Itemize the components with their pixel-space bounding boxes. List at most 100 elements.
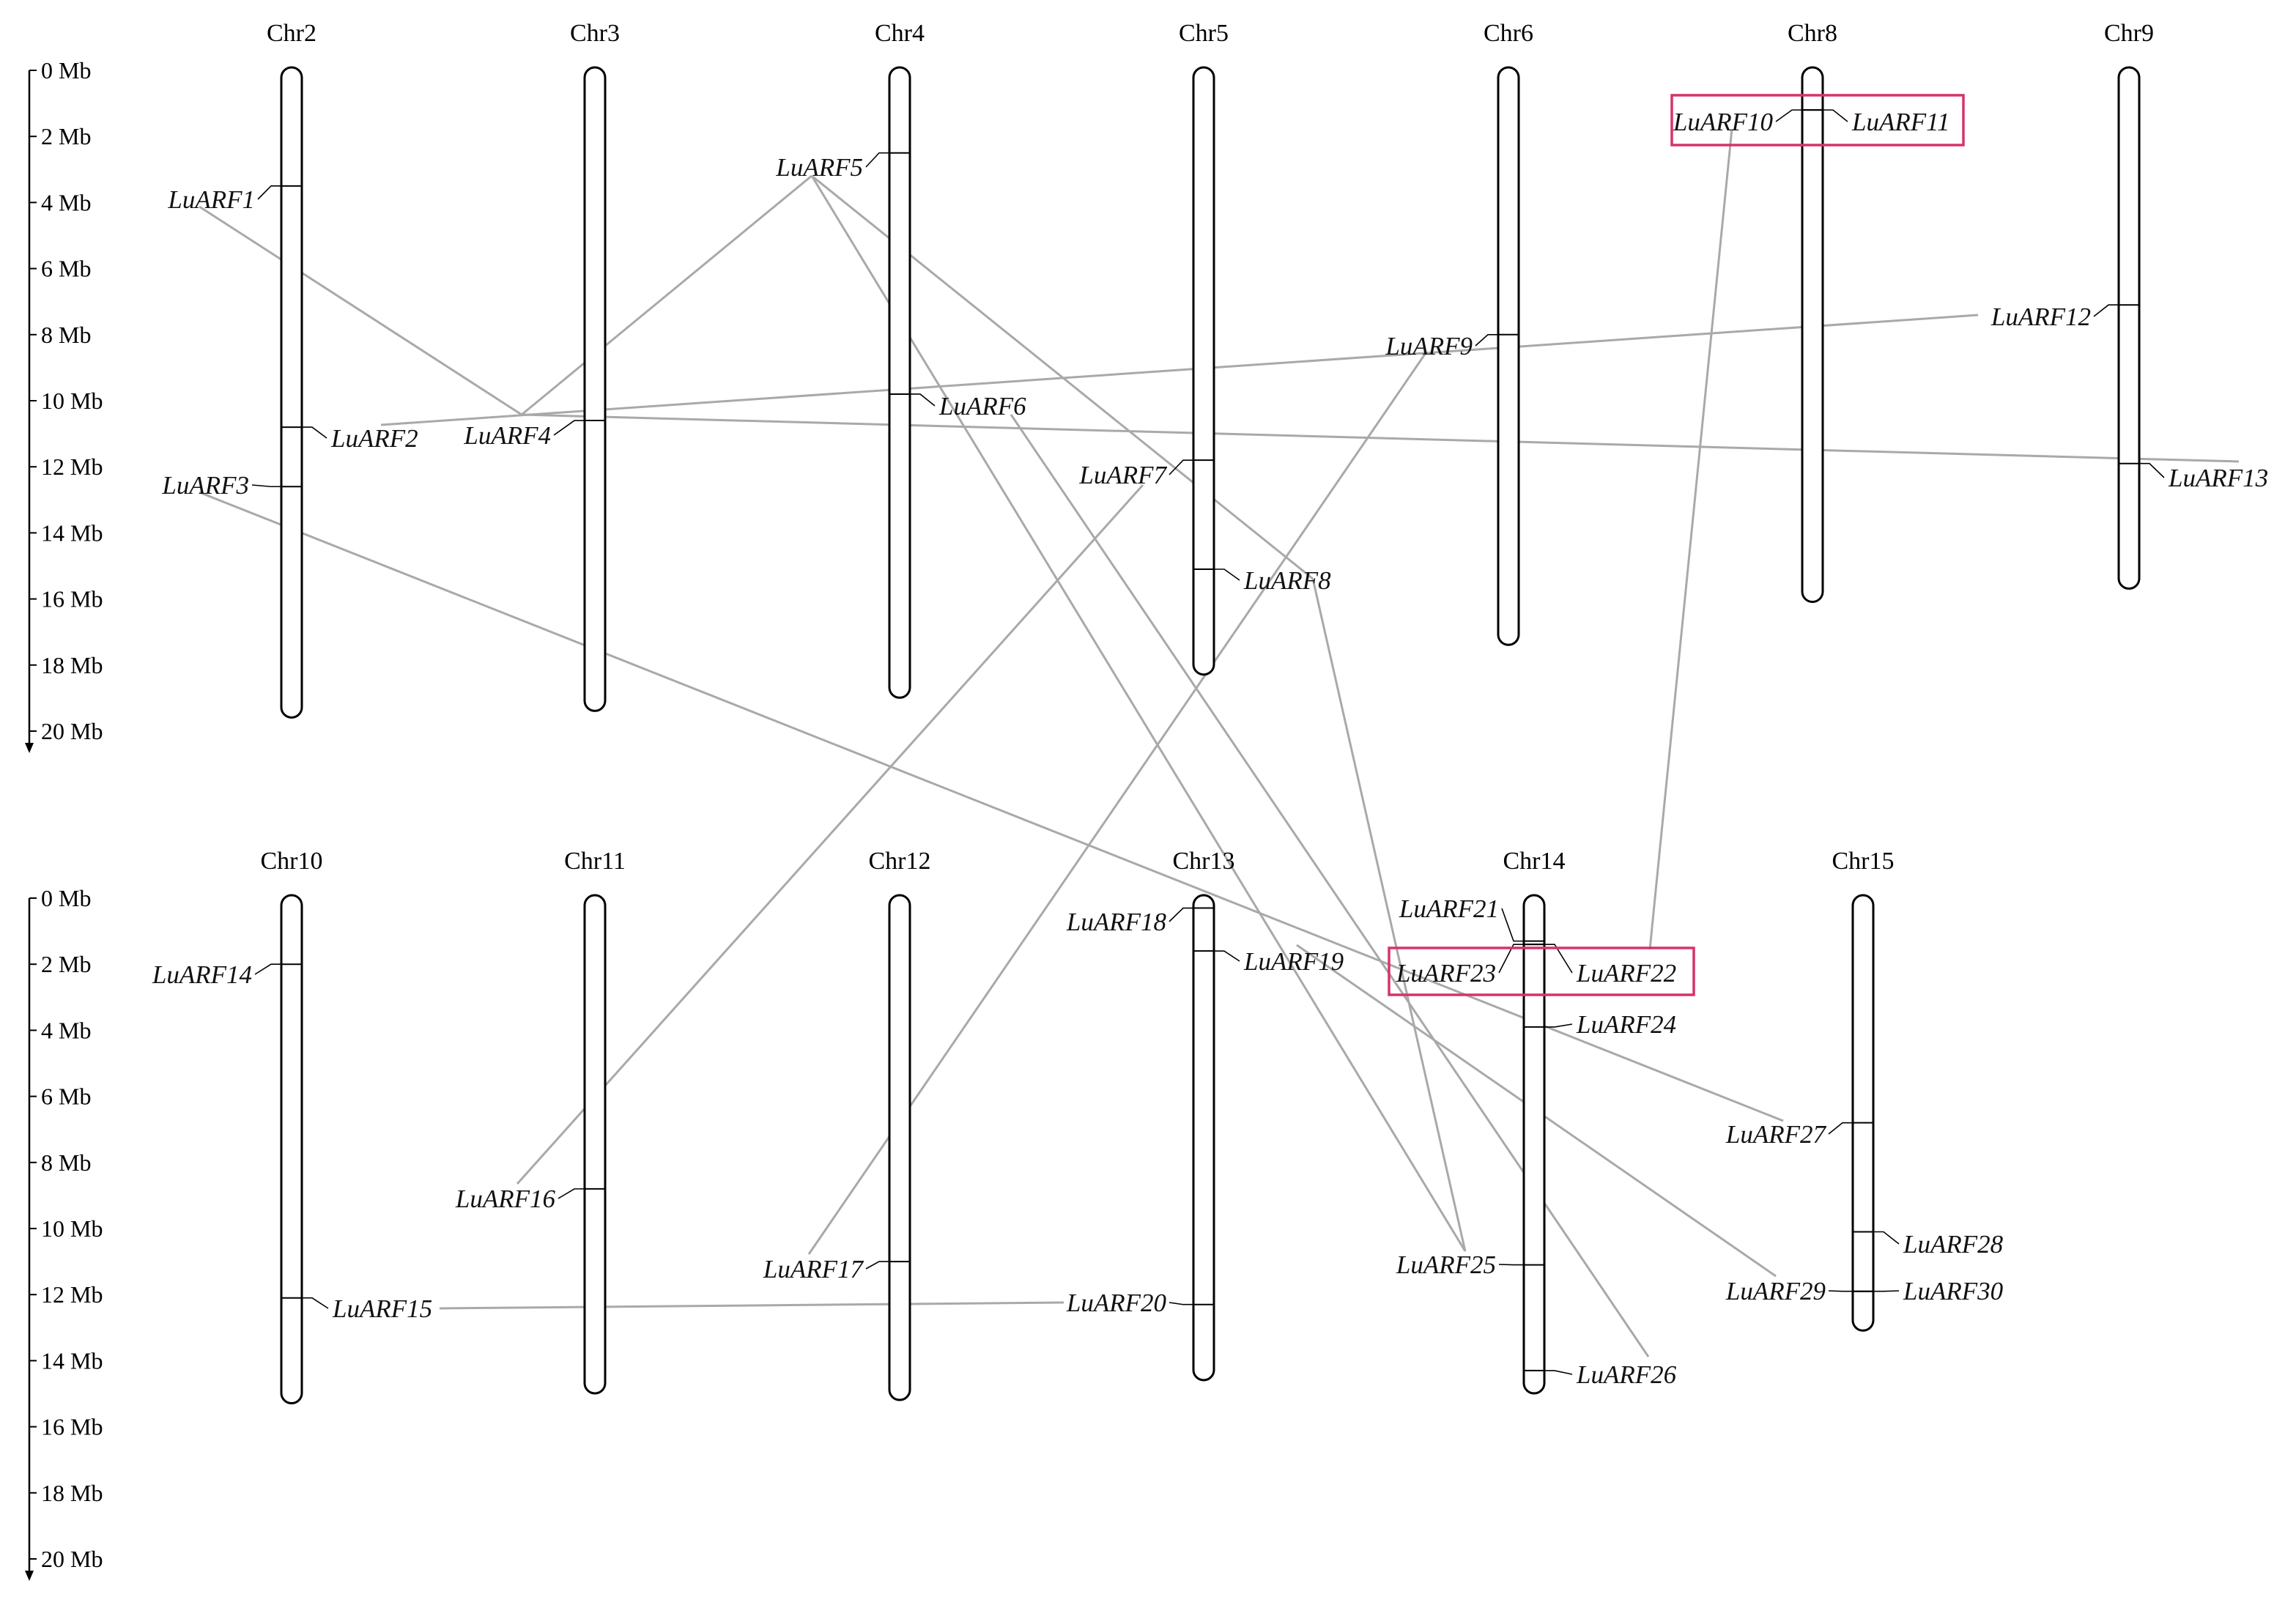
chromosome-bar <box>1801 66 1824 604</box>
gene-leader-line <box>1828 1122 1853 1135</box>
gene-luarf2: LuARF2 <box>281 424 418 453</box>
chromosome-chr5: Chr5 <box>1179 20 1229 676</box>
gene-luarf6: LuARF6 <box>889 392 1026 420</box>
axis-tick-label: 10 Mb <box>41 1215 103 1242</box>
chromosome-label: Chr14 <box>1503 848 1566 875</box>
gene-luarf4: LuARF4 <box>463 420 605 450</box>
gene-luarf22: LuARF22 <box>1524 944 1676 988</box>
gene-leader-line <box>865 152 889 168</box>
gene-luarf20: LuARF20 <box>1066 1289 1214 1317</box>
gene-leader-line <box>1169 1302 1193 1305</box>
duplication-link <box>521 174 812 416</box>
gene-leader-line <box>1475 333 1498 347</box>
chromosome-bar <box>1522 894 1546 1395</box>
gene-label: LuARF1 <box>167 185 255 214</box>
gene-label: LuARF3 <box>161 471 249 500</box>
gene-leader-line <box>1544 1370 1573 1375</box>
gene-label: LuARF10 <box>1673 108 1774 136</box>
axis-tick-label: 8 Mb <box>41 322 91 348</box>
chromosome-bar <box>583 66 607 712</box>
axis-tick-label: 4 Mb <box>41 1017 91 1043</box>
duplication-link <box>439 1301 1064 1310</box>
duplication-links <box>199 128 2240 1357</box>
chromosome-chr12: Chr12 <box>869 848 931 1401</box>
axis-tick-label: 14 Mb <box>41 1347 103 1374</box>
gene-leader-line <box>1544 944 1573 974</box>
gene-label: LuARF9 <box>1385 332 1473 360</box>
axis-tick-label: 8 Mb <box>41 1149 91 1176</box>
gene-label: LuARF19 <box>1243 947 1344 976</box>
gene-label: LuARF27 <box>1725 1120 1827 1149</box>
axis-tick-label: 14 Mb <box>41 519 103 546</box>
tandem-highlight-boxes <box>1388 94 1965 996</box>
axis-tick-label: 2 Mb <box>41 951 91 977</box>
chromosome-bar <box>583 894 607 1395</box>
gene-luarf3: LuARF3 <box>161 471 302 500</box>
duplication-link <box>516 483 1144 1185</box>
gene-luarf17: LuARF17 <box>763 1255 910 1283</box>
gene-markers: LuARF1LuARF2LuARF3LuARF4LuARF5LuARF6LuAR… <box>152 108 2268 1389</box>
gene-label: LuARF6 <box>938 392 1026 420</box>
gene-luarf21: LuARF21 <box>1399 894 1544 942</box>
gene-leader-line <box>1498 1264 1524 1266</box>
gene-luarf1: LuARF1 <box>167 185 302 214</box>
gene-label: LuARF8 <box>1243 566 1331 595</box>
gene-label: LuARF21 <box>1399 894 1499 923</box>
tandem-highlight-box <box>1670 94 1965 147</box>
chromosome-label: Chr6 <box>1484 20 1533 47</box>
gene-label: LuARF28 <box>1903 1230 2004 1259</box>
gene-leader-line <box>251 484 281 488</box>
chromosome-bar <box>1192 894 1215 1382</box>
gene-label: LuARF15 <box>332 1294 432 1323</box>
axis-tick-label: 18 Mb <box>41 652 103 678</box>
gene-leader-line <box>254 963 281 975</box>
chromosome-bar <box>1497 66 1520 646</box>
gene-luarf10: LuARF10 <box>1673 108 1823 136</box>
chromosome-bar <box>2117 66 2141 590</box>
gene-leader-line <box>553 420 585 436</box>
axis-tick-label: 2 Mb <box>41 123 91 149</box>
gene-leader-line <box>1214 568 1240 581</box>
gene-leader-line <box>1498 944 1524 974</box>
gene-luarf8: LuARF8 <box>1193 566 1331 595</box>
chromosome-chr15: Chr15 <box>1832 848 1895 1332</box>
gene-label: LuARF7 <box>1078 461 1167 489</box>
gene-label: LuARF30 <box>1903 1277 2004 1305</box>
chromosome-chr13: Chr13 <box>1173 848 1235 1382</box>
gene-luarf27: LuARF27 <box>1725 1120 1873 1149</box>
gene-label: LuARF13 <box>2168 464 2268 492</box>
axis-tick-label: 12 Mb <box>41 1281 103 1308</box>
chromosome-bar <box>280 66 303 719</box>
gene-luarf5: LuARF5 <box>775 152 910 182</box>
gene-leader-line <box>302 426 327 439</box>
chromosome-chr10: Chr10 <box>261 848 323 1405</box>
chromosome-bar <box>280 894 303 1405</box>
chromosome-chr4: Chr4 <box>875 20 925 699</box>
gene-luarf29: LuARF29 <box>1725 1277 1873 1305</box>
gene-label: LuARF29 <box>1725 1277 1826 1305</box>
chromosome-chr2: Chr2 <box>267 20 316 719</box>
chromosome-chr8: Chr8 <box>1788 20 1837 604</box>
axis-tick-label: 0 Mb <box>41 57 91 84</box>
chromosome-chr11: Chr11 <box>564 848 626 1395</box>
axis-tick-label: 6 Mb <box>41 256 91 282</box>
gene-luarf15: LuARF15 <box>281 1294 432 1323</box>
duplication-link <box>199 205 522 416</box>
gene-leader-line <box>558 1188 585 1199</box>
gene-leader-line <box>1544 1023 1573 1028</box>
gene-leader-line <box>1169 459 1193 475</box>
gene-label: LuARF12 <box>1991 303 2091 331</box>
gene-label: LuARF17 <box>763 1255 864 1283</box>
gene-leader-line <box>1873 1231 1900 1245</box>
gene-leader-line <box>1169 907 1193 922</box>
gene-luarf25: LuARF25 <box>1396 1251 1544 1279</box>
gene-luarf7: LuARF7 <box>1078 459 1214 489</box>
gene-label: LuARF26 <box>1576 1360 1677 1389</box>
tandem-highlight-box <box>1388 946 1695 996</box>
axis-tick-label: 16 Mb <box>41 1414 103 1440</box>
axis-arrow-icon <box>25 1571 34 1581</box>
